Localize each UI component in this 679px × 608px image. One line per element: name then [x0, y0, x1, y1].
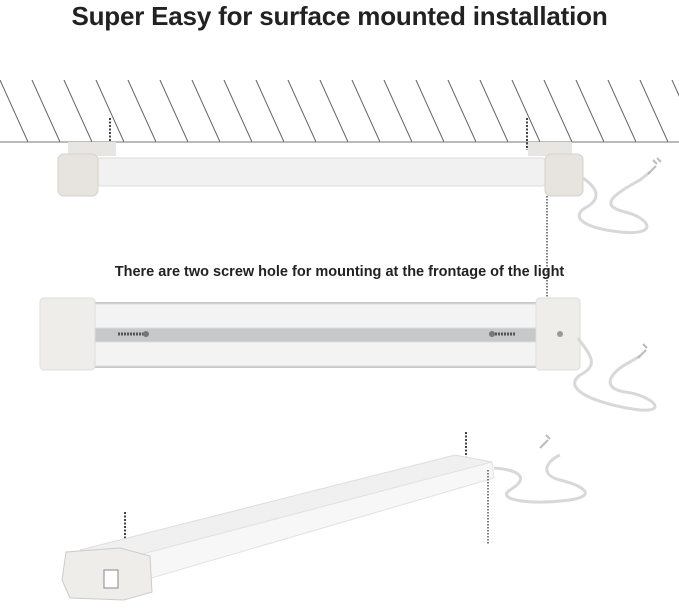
hatch-line: [255, 79, 285, 143]
hatch-line: [543, 79, 573, 143]
plug-icon: [637, 343, 648, 359]
fixture-perspective-view: [61, 432, 587, 601]
ceiling-hatch: [0, 79, 679, 143]
end-cap-left: [57, 153, 99, 197]
power-cord: [577, 170, 651, 235]
light-tube-bottom: [89, 341, 541, 367]
power-cord: [573, 337, 657, 412]
hatch-line: [511, 79, 541, 143]
light-tube: [94, 157, 548, 187]
pull-switch-hole: [557, 331, 563, 337]
hatch-line: [319, 79, 349, 143]
caption: There are two screw hole for mounting at…: [114, 264, 565, 280]
hatch-line: [127, 79, 157, 143]
hatch-line: [0, 79, 29, 143]
hatch-line: [63, 79, 93, 143]
end-cap-right: [544, 153, 584, 197]
ceiling-mounted-fixture: [57, 118, 662, 298]
mount-bracket: [68, 142, 116, 156]
hatch-line: [447, 79, 477, 143]
end-cap-left: [39, 297, 96, 371]
hatch-line: [159, 79, 189, 143]
hatch-line: [287, 79, 317, 143]
power-cord: [493, 453, 587, 504]
plug-icon: [539, 434, 551, 449]
hatch-line: [639, 79, 669, 143]
hatch-line: [95, 79, 125, 143]
page-title: Super Easy for surface mounted installat…: [71, 1, 608, 31]
hatch-line: [351, 79, 381, 143]
light-tube-top: [89, 303, 541, 329]
screw-icon: [118, 331, 149, 337]
hatch-line: [575, 79, 605, 143]
hatch-line: [223, 79, 253, 143]
plug-icon: [647, 157, 662, 175]
fixture-diffuser: [119, 461, 495, 587]
hatch-line: [671, 79, 679, 97]
fixture-front-view: [39, 297, 657, 412]
hatch-line: [607, 79, 637, 143]
hatch-line: [191, 79, 221, 143]
hatch-line: [383, 79, 413, 143]
rocker-switch[interactable]: [103, 569, 119, 589]
screw-icon: [489, 331, 516, 337]
hatch-line: [31, 79, 61, 143]
mount-bracket: [528, 142, 572, 156]
hatch-line: [479, 79, 509, 143]
fixture-body-top: [79, 454, 493, 561]
hatch-line: [415, 79, 445, 143]
